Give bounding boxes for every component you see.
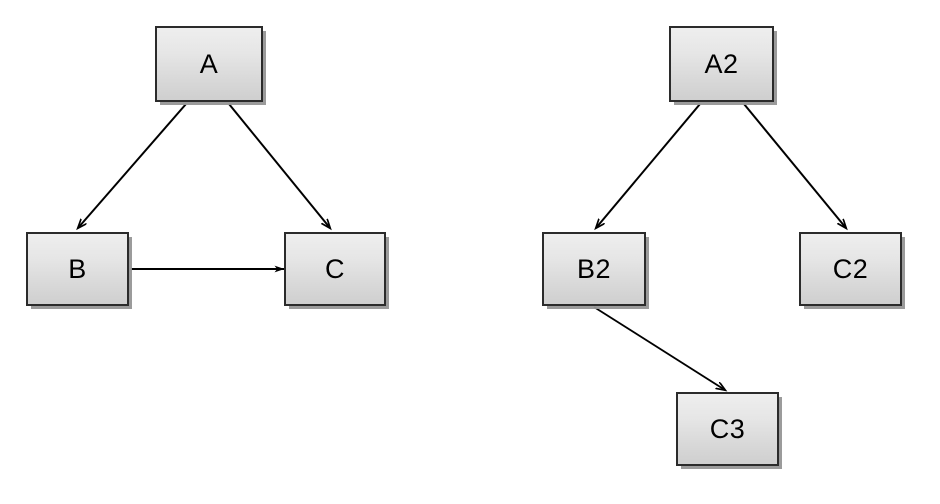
node-b2-label: B2 (576, 253, 612, 284)
node-b-label: B (68, 253, 87, 284)
node-b[interactable]: B (26, 232, 129, 306)
edge-a2-to-c2 (743, 103, 846, 228)
node-a2-label: A2 (704, 48, 739, 79)
edge-a2-to-b2 (596, 103, 701, 228)
node-c3[interactable]: C3 (676, 392, 779, 466)
node-c2[interactable]: C2 (799, 232, 902, 306)
node-a-label: A (199, 48, 219, 79)
node-a2[interactable]: A2 (669, 26, 774, 102)
edge-a-to-b (78, 103, 187, 228)
edge-b2-to-c3 (593, 306, 725, 390)
node-c3-label: C3 (709, 413, 746, 444)
edge-a-to-c (228, 103, 330, 228)
node-c-label: C (325, 253, 345, 284)
node-c[interactable]: C (284, 232, 386, 306)
node-a[interactable]: A (155, 26, 263, 102)
node-b2[interactable]: B2 (542, 232, 646, 306)
node-c2-label: C2 (832, 253, 869, 284)
